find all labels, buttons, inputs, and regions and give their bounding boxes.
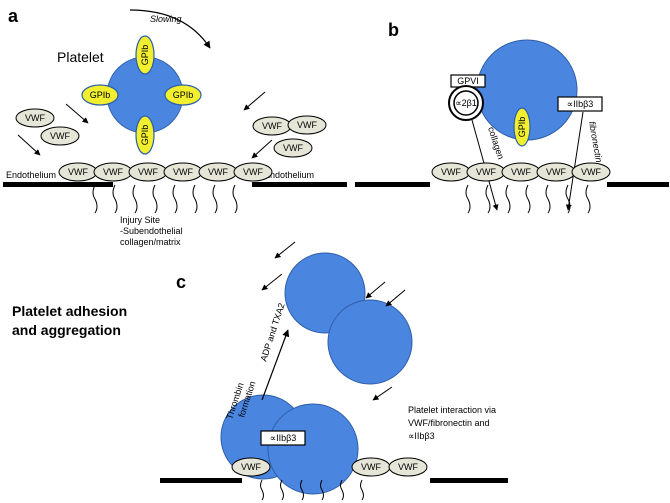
svg-text:VWF: VWF <box>241 462 261 472</box>
injury-line2: -Subendothelial <box>120 226 183 236</box>
svg-text:∝IIbβ3: ∝IIbβ3 <box>270 433 297 443</box>
endothelium-label-left: Endothelium <box>6 170 56 180</box>
panel-a: a Slowing Platelet GPIb GPIb GPIb GPIb V… <box>3 6 347 247</box>
gpib-left: GPIb <box>81 84 119 106</box>
svg-text:VWF: VWF <box>138 167 158 177</box>
panel-b-letter: b <box>388 20 399 40</box>
svg-text:VWF: VWF <box>283 143 303 153</box>
slowing-label: Slowing <box>150 14 182 24</box>
interaction-line2: VWF/fibronectin and <box>408 418 490 428</box>
injury-line3: collagen/matrix <box>120 237 181 247</box>
aiib3-receptor-b: ∝IIbβ3 <box>557 96 603 112</box>
fibronectin-arrow <box>565 111 584 211</box>
vwf-chain-b: VWF VWF VWF VWF VWF <box>431 162 611 182</box>
svg-text:GPIb: GPIb <box>140 45 150 66</box>
vwf-floating-a1: VWF <box>15 108 55 128</box>
interaction-line1: Platelet interaction via <box>408 405 496 415</box>
platelet-c2 <box>327 299 413 385</box>
svg-text:VWF: VWF <box>476 167 496 177</box>
vwf-chain-c: VWF VWF VWF <box>231 457 428 477</box>
gpib-top: GPIb <box>135 35 155 75</box>
svg-text:VWF: VWF <box>68 167 88 177</box>
vwf-floating-a3: VWF <box>252 116 292 136</box>
gpib-bottom: GPIb <box>135 115 155 155</box>
aiib3-receptor-c: ∝IIbβ3 <box>260 430 306 446</box>
arrow-c4 <box>385 289 406 307</box>
panel-c-letter: c <box>176 272 186 292</box>
arrow-a2 <box>17 134 41 156</box>
svg-text:VWF: VWF <box>546 167 566 177</box>
adp-label: ADP and TXA2 <box>258 302 286 363</box>
panel-c-title-line1: Platelet adhesion <box>12 303 127 319</box>
vwf-floating-a5: VWF <box>273 138 313 158</box>
gpib-right: GPIb <box>164 84 202 106</box>
collagen-fibers-a <box>92 184 238 214</box>
svg-text:VWF: VWF <box>50 131 70 141</box>
endothelium-bar-b-left <box>355 182 430 187</box>
adp-arrow <box>261 329 290 401</box>
endothelium-bar-a-left <box>3 182 113 187</box>
svg-text:GPIb: GPIb <box>517 117 527 138</box>
arrow-c1 <box>274 241 296 259</box>
endothelium-bar-a-right <box>252 182 347 187</box>
panel-b: b GPVI ∝2β1 ∝IIbβ3 GPIb collagen fibrone… <box>355 20 669 214</box>
arrow-a1 <box>65 103 89 124</box>
arrow-a3 <box>243 91 266 111</box>
svg-text:∝IIbβ3: ∝IIbβ3 <box>567 99 594 109</box>
interaction-line3: ∝IIbβ3 <box>408 431 435 441</box>
svg-text:VWF: VWF <box>297 120 317 130</box>
svg-text:VWF: VWF <box>361 462 381 472</box>
svg-text:VWF: VWF <box>441 167 461 177</box>
svg-text:VWF: VWF <box>103 167 123 177</box>
svg-text:VWF: VWF <box>581 167 601 177</box>
arrow-a4 <box>251 139 273 159</box>
endothelium-bar-b-right <box>607 182 669 187</box>
vwf-floating-a2: VWF <box>40 126 80 146</box>
arrow-c3 <box>365 281 386 299</box>
svg-text:GPIb: GPIb <box>140 125 150 146</box>
svg-text:VWF: VWF <box>208 167 228 177</box>
svg-text:GPIb: GPIb <box>173 90 194 100</box>
svg-text:VWF: VWF <box>173 167 193 177</box>
vwf-chain-a: VWF VWF VWF VWF VWF VWF <box>58 162 273 182</box>
gpvi-receptor: GPVI <box>450 74 486 88</box>
svg-text:VWF: VWF <box>398 462 418 472</box>
endothelium-bar-c-left <box>160 478 242 483</box>
svg-text:∝2β1: ∝2β1 <box>455 98 477 108</box>
svg-text:VWF: VWF <box>262 121 282 131</box>
fibronectin-label: fibronectin <box>587 121 604 164</box>
panel-c: c Platelet adhesion and aggregation ADP … <box>12 241 508 501</box>
slowing-arrow <box>129 9 211 49</box>
svg-text:GPVI: GPVI <box>457 76 479 86</box>
svg-text:VWF: VWF <box>25 113 45 123</box>
svg-text:VWF: VWF <box>243 167 263 177</box>
arrow-c2 <box>261 273 283 291</box>
endothelium-bar-c-right <box>430 478 508 483</box>
a2b1-receptor: ∝2β1 <box>448 85 484 121</box>
platelet-c4 <box>267 403 359 495</box>
arrow-c5 <box>372 386 393 401</box>
vwf-floating-a4: VWF <box>287 115 327 135</box>
panel-a-letter: a <box>8 6 19 26</box>
svg-text:VWF: VWF <box>511 167 531 177</box>
collagen-fibers-b <box>465 184 591 214</box>
endothelium-label-right: Endothelium <box>264 170 314 180</box>
collagen-fibers-c <box>260 479 364 501</box>
injury-line1: Injury Site <box>120 215 160 225</box>
svg-text:GPIb: GPIb <box>90 90 111 100</box>
panel-c-title-line2: and aggregation <box>12 322 121 338</box>
gpib-b: GPIb <box>513 107 531 147</box>
platelet-label: Platelet <box>57 49 104 65</box>
